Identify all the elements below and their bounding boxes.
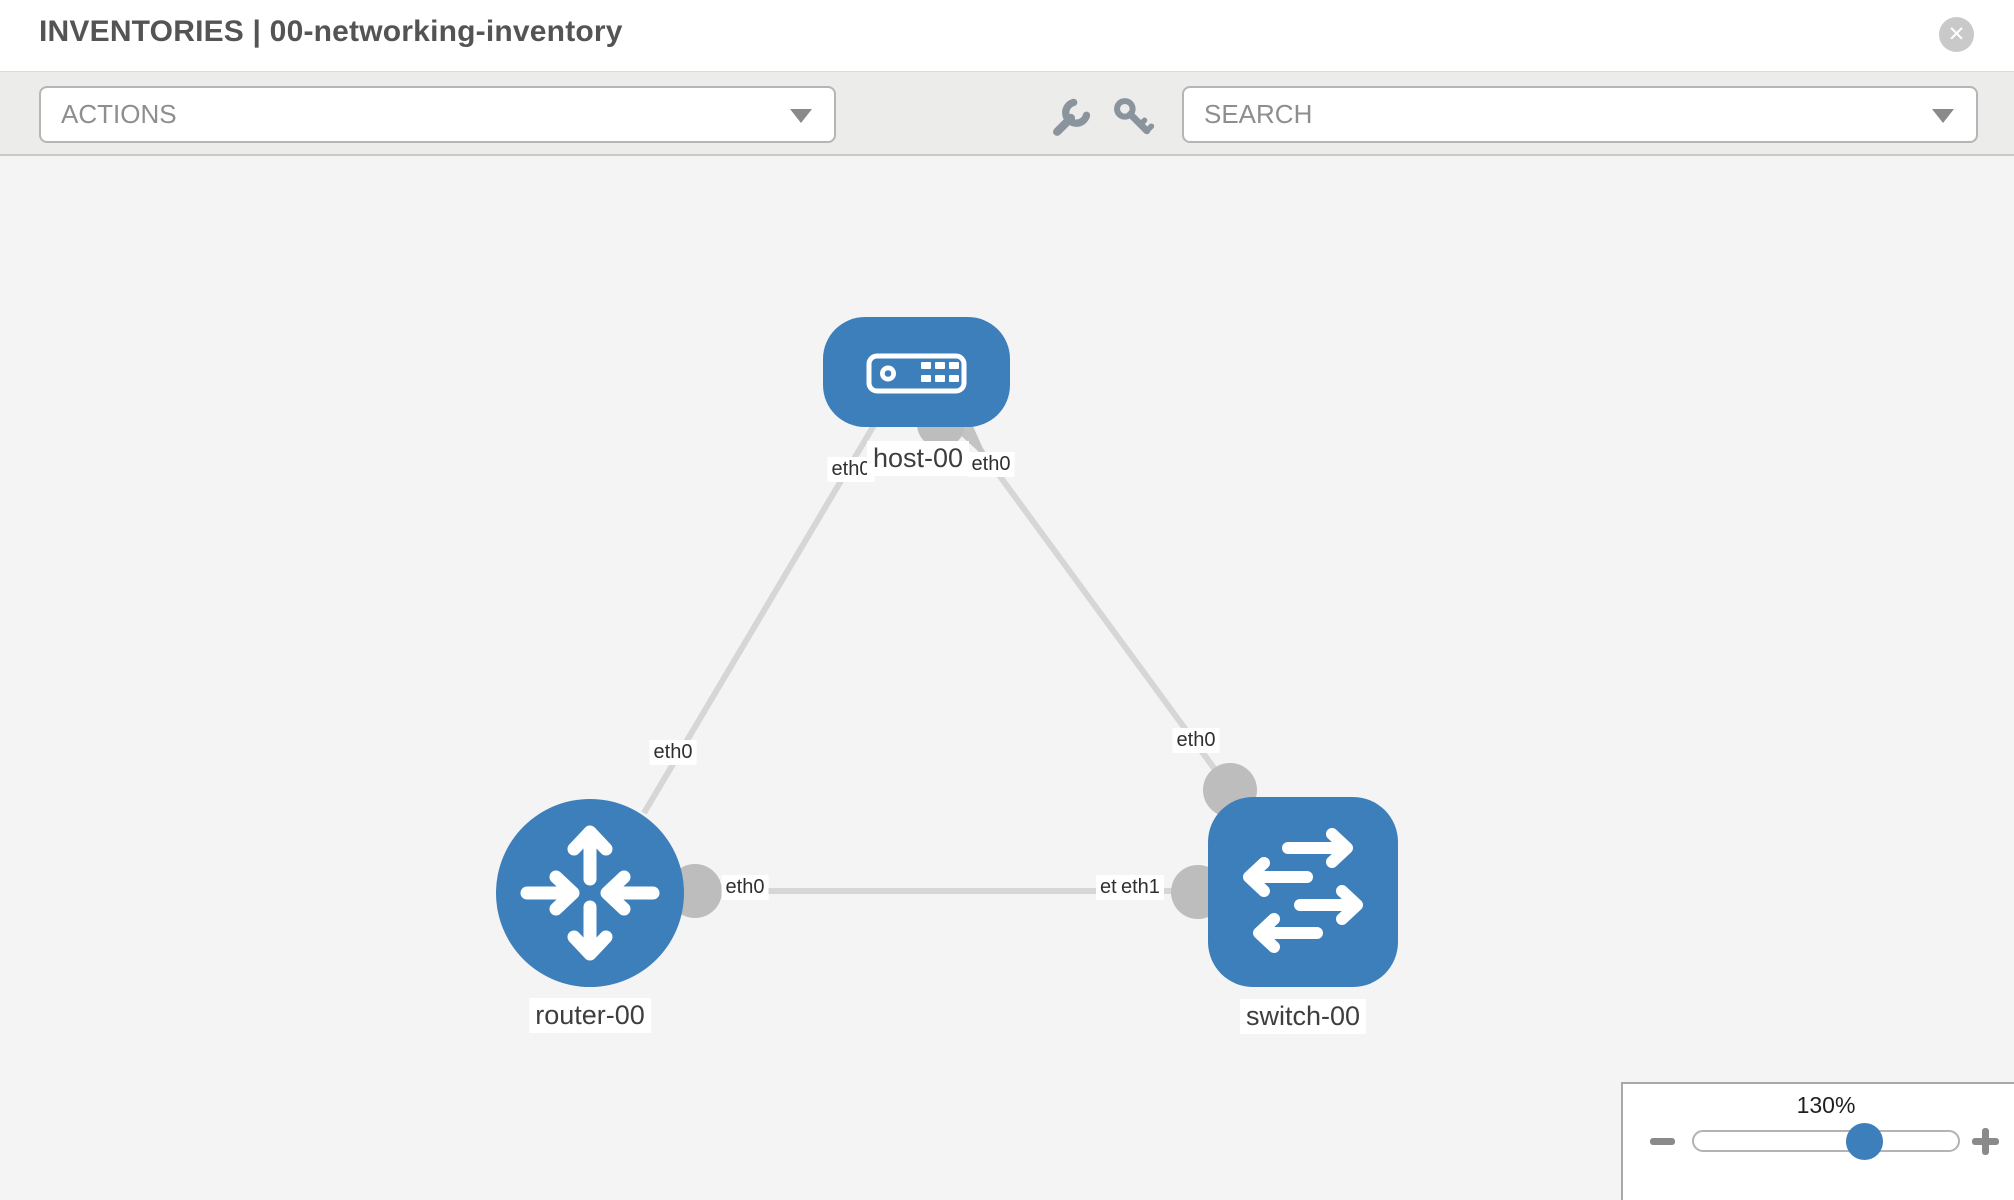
interface-label-host-switch: eth0 bbox=[967, 452, 1015, 477]
interface-label-switch-router-front: eth1 bbox=[1117, 875, 1164, 900]
search-dropdown[interactable]: SEARCH bbox=[1182, 86, 1978, 143]
zoom-control-panel: 130% bbox=[1621, 1082, 2014, 1200]
node-router-00[interactable] bbox=[496, 799, 684, 987]
interface-label-router-switch: eth0 bbox=[721, 875, 769, 900]
zoom-in-button[interactable] bbox=[1968, 1124, 2004, 1160]
zoom-slider-track[interactable] bbox=[1692, 1130, 1960, 1152]
link-host-switch[interactable] bbox=[952, 413, 1233, 792]
router-icon bbox=[520, 825, 660, 961]
close-icon: ✕ bbox=[1947, 23, 1966, 46]
search-dropdown-label: SEARCH bbox=[1204, 99, 1313, 129]
interface-label-host-router: eth0 bbox=[827, 457, 875, 482]
zoom-slider-handle[interactable] bbox=[1846, 1123, 1883, 1160]
wrench-icon[interactable] bbox=[1048, 96, 1092, 140]
plus-icon bbox=[1982, 1128, 1989, 1155]
node-label-router: router-00 bbox=[529, 998, 651, 1034]
actions-dropdown-label: ACTIONS bbox=[61, 99, 177, 129]
close-button[interactable]: ✕ bbox=[1939, 17, 1974, 52]
node-host-00[interactable] bbox=[823, 317, 1010, 427]
panel-header: INVENTORIES | 00-networking-inventory bbox=[0, 0, 2014, 72]
toolbar: ACTIONS SEARCH bbox=[0, 72, 2014, 156]
chevron-down-icon bbox=[1932, 109, 1954, 123]
zoom-level: 130% bbox=[1796, 1092, 1856, 1118]
interface-label-router-host: eth0 bbox=[649, 740, 697, 765]
interface-label-switch-host: eth0 bbox=[1172, 728, 1220, 753]
switch-icon bbox=[1243, 828, 1363, 953]
chevron-down-icon bbox=[790, 109, 812, 123]
node-label-switch: switch-00 bbox=[1239, 999, 1367, 1035]
key-icon[interactable] bbox=[1112, 96, 1156, 140]
node-switch-00[interactable] bbox=[1208, 797, 1398, 987]
host-icon bbox=[866, 353, 967, 394]
zoom-out-button[interactable] bbox=[1650, 1138, 1675, 1145]
node-label-host: host-00 bbox=[866, 441, 970, 477]
actions-dropdown[interactable]: ACTIONS bbox=[39, 86, 836, 143]
page-title: INVENTORIES | 00-networking-inventory bbox=[39, 15, 623, 48]
